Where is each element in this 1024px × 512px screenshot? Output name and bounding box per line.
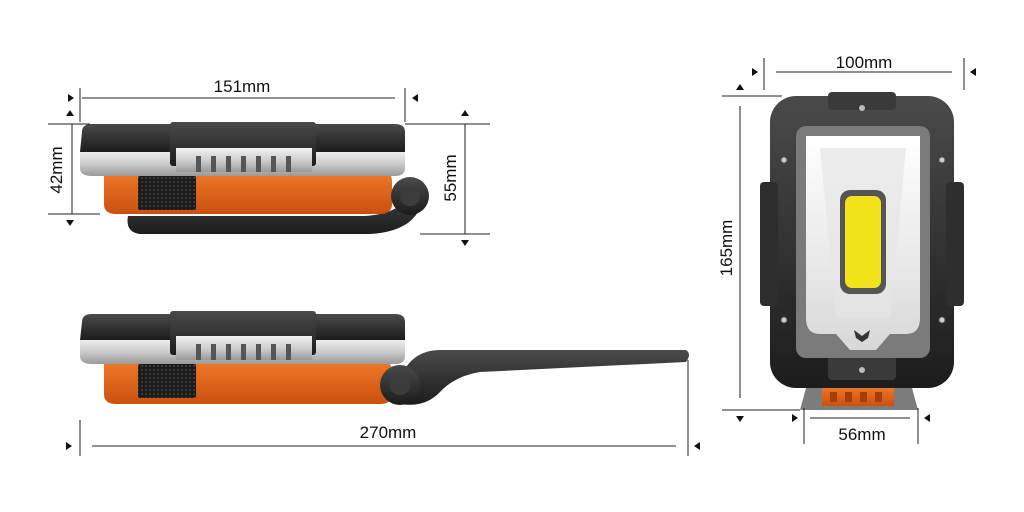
- label-56mm: 56mm: [838, 425, 885, 444]
- dim-165: 165mm: [717, 84, 800, 422]
- dim-56: 56mm: [792, 408, 930, 444]
- label-165mm: 165mm: [717, 220, 736, 277]
- dim-42: 42mm: [47, 110, 100, 226]
- side-view-extended: [80, 311, 689, 405]
- front-view: [760, 92, 964, 410]
- side-view-folded: [80, 122, 429, 234]
- dim-151: 151mm: [68, 77, 418, 122]
- label-42mm: 42mm: [47, 146, 66, 193]
- label-100mm: 100mm: [836, 53, 893, 72]
- dim-55: 55mm: [405, 110, 490, 246]
- label-270mm: 270mm: [360, 423, 417, 442]
- dim-100: 100mm: [752, 53, 976, 90]
- label-151mm: 151mm: [214, 77, 271, 96]
- dim-270: 270mm: [66, 360, 700, 456]
- label-55mm: 55mm: [441, 154, 460, 201]
